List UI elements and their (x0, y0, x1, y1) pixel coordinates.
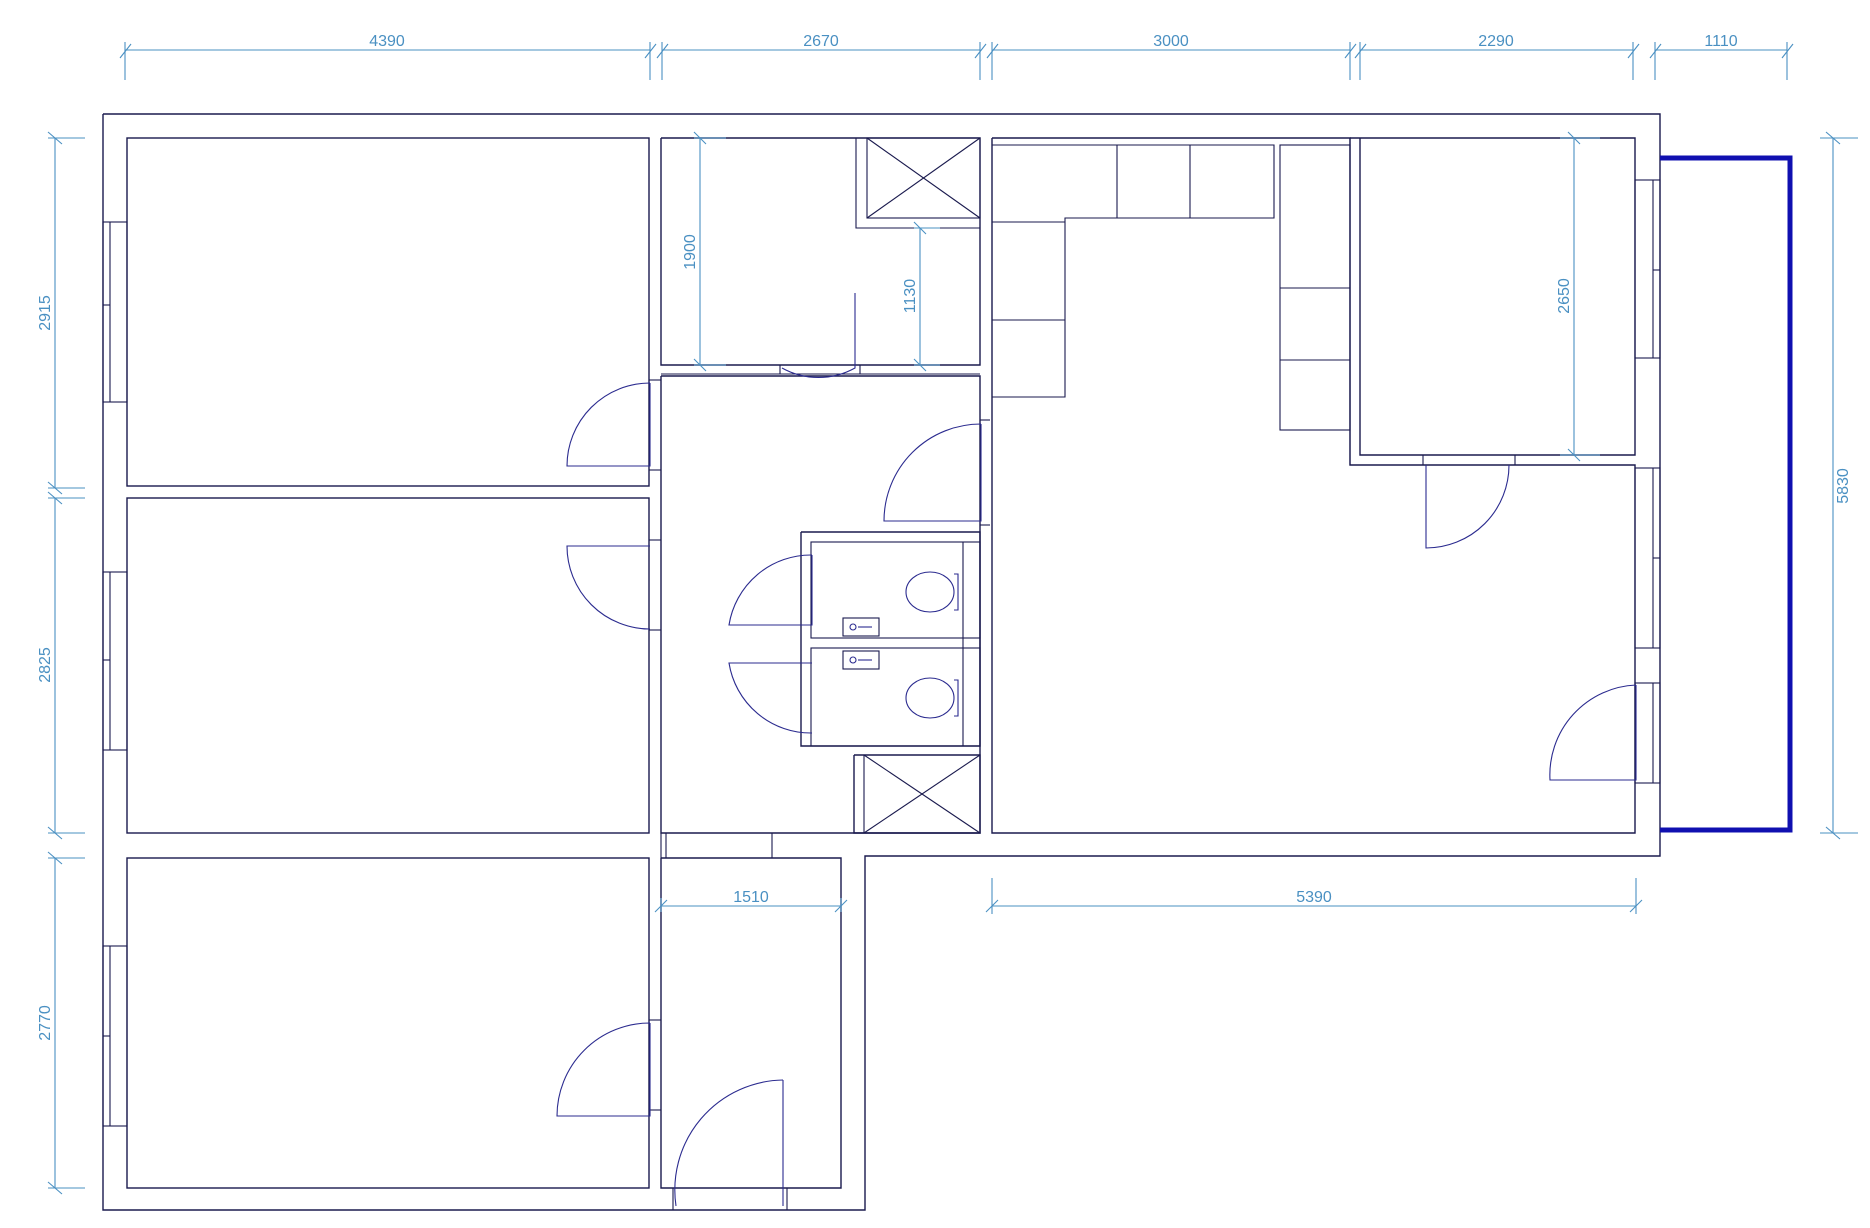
dim-inner-1130: 1130 (902, 279, 919, 314)
dim-top-2670: 2670 (803, 33, 839, 50)
bathroom-upper (800, 531, 981, 747)
dim-left-2915: 2915 (37, 295, 54, 331)
dimension-lines-right: 5830 (1820, 131, 1858, 840)
toilet-lower (905, 677, 959, 719)
dim-left-2770: 2770 (37, 1005, 54, 1041)
bedroom-right (1349, 137, 1661, 784)
dim-bottom-1510: 1510 (733, 889, 769, 906)
dim-top-4390: 4390 (369, 33, 405, 50)
closet-room-top (660, 137, 981, 375)
dim-top-3000: 3000 (1153, 33, 1189, 50)
doors (556, 293, 1637, 1207)
bedroom-bottom-left (102, 857, 650, 1189)
dim-inner-1900: 1900 (682, 234, 699, 270)
dimension-lines-left: 2915 2825 2770 (37, 131, 85, 1195)
dim-right-5830: 5830 (1835, 468, 1852, 504)
sink-upper (842, 617, 880, 637)
bedroom-top-left (102, 137, 650, 487)
toilet-upper (905, 571, 959, 613)
dim-inner-2650: 2650 (1556, 278, 1573, 314)
bedroom-middle-left (102, 497, 650, 834)
closet-lower (853, 754, 981, 834)
living-room (991, 137, 1636, 834)
dim-bottom-5390: 5390 (1296, 889, 1332, 906)
dim-top-1110: 1110 (1704, 33, 1737, 50)
kitchen-counter (992, 144, 1351, 431)
dim-top-2290: 2290 (1478, 33, 1514, 50)
sink-lower (842, 650, 880, 670)
dimension-inner: 1900 1130 2650 (682, 131, 1600, 462)
dimension-lines-bottom: 1510 5390 (654, 878, 1643, 914)
balcony (1660, 155, 1793, 833)
dim-left-2825: 2825 (37, 647, 54, 683)
dimension-lines-top: 4390 2670 3000 2290 1110 (119, 33, 1794, 80)
outer-walls (102, 113, 1661, 1211)
corridor (649, 375, 990, 1111)
entrance-hall (660, 833, 842, 1210)
